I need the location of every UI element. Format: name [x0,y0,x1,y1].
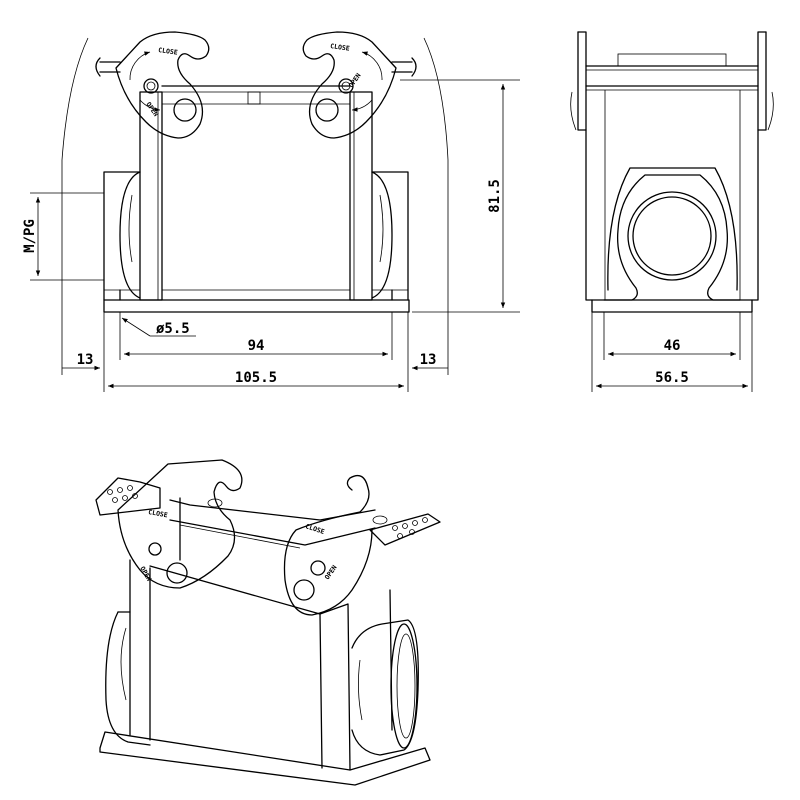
housing-body [103,85,410,313]
dim-cable-entry: M/PG [22,192,104,281]
lever-close-label-left: CLOSE [158,46,179,57]
dim-total-width-label: 105.5 [235,370,277,386]
dim-side-inner-label: 46 [664,338,681,354]
locking-lever-right: CLOSE OPEN [302,31,417,139]
dim-offsets: 13 13 [62,312,448,392]
dim-hole-label: ø5.5 [156,321,190,337]
dim-side-inner: 46 [603,312,741,360]
dim-height: 81.5 [400,79,520,313]
side-view: 46 56.5 [570,31,774,392]
dim-offset-left-label: 13 [77,352,94,368]
cable-entry-left [103,171,141,301]
dim-height-label: 81.5 [487,179,503,213]
dim-hole: ø5.5 [121,317,196,337]
dim-offset-right-label: 13 [420,352,437,368]
lever-close-label-right: CLOSE [330,42,351,53]
lever-open-label-right: OPEN [347,72,363,89]
dim-side-total: 56.5 [591,312,753,392]
locking-lever-left: CLOSE OPEN [95,31,210,139]
cable-entry-right [371,171,409,301]
dim-cable-entry-label: M/PG [22,219,38,253]
dim-side-total-label: 56.5 [655,370,689,386]
front-view: CLOSE OPEN CLOSE OPEN 81.5 [22,31,520,392]
isometric-view: CLOSE OPEN CLOSE OPEN [95,459,441,786]
iso-close-label-left: CLOSE [148,508,169,519]
dim-inner-width: 94 [119,312,393,360]
iso-close-label-right: CLOSE [304,522,325,536]
dim-inner-width-label: 94 [248,338,265,354]
dim-total-width: 105.5 [108,370,404,389]
